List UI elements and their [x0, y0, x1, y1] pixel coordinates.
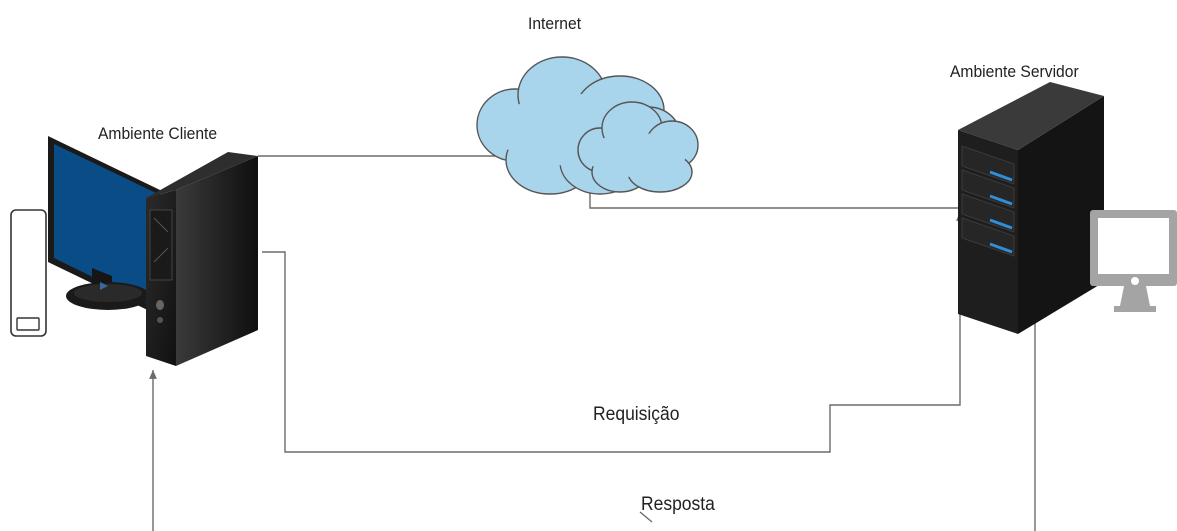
response-label: Resposta [641, 494, 715, 515]
server-bays [961, 145, 1015, 257]
internet-label: Internet [528, 14, 582, 33]
client-environment-label: Ambiente Cliente [98, 124, 218, 143]
computer-tower-icon [146, 152, 258, 366]
server-environment-label: Ambiente Servidor [950, 62, 1079, 81]
mobile-device-icon [10, 209, 47, 337]
desktop-monitor-icon [48, 136, 160, 316]
connectors [149, 136, 1036, 531]
imac-icon [1090, 210, 1177, 312]
request-line [262, 212, 964, 453]
request-label: Requisição [593, 404, 680, 425]
cloud-icon [476, 56, 699, 195]
server-rack-icon [958, 82, 1104, 334]
response-cursor-mark [639, 511, 653, 523]
